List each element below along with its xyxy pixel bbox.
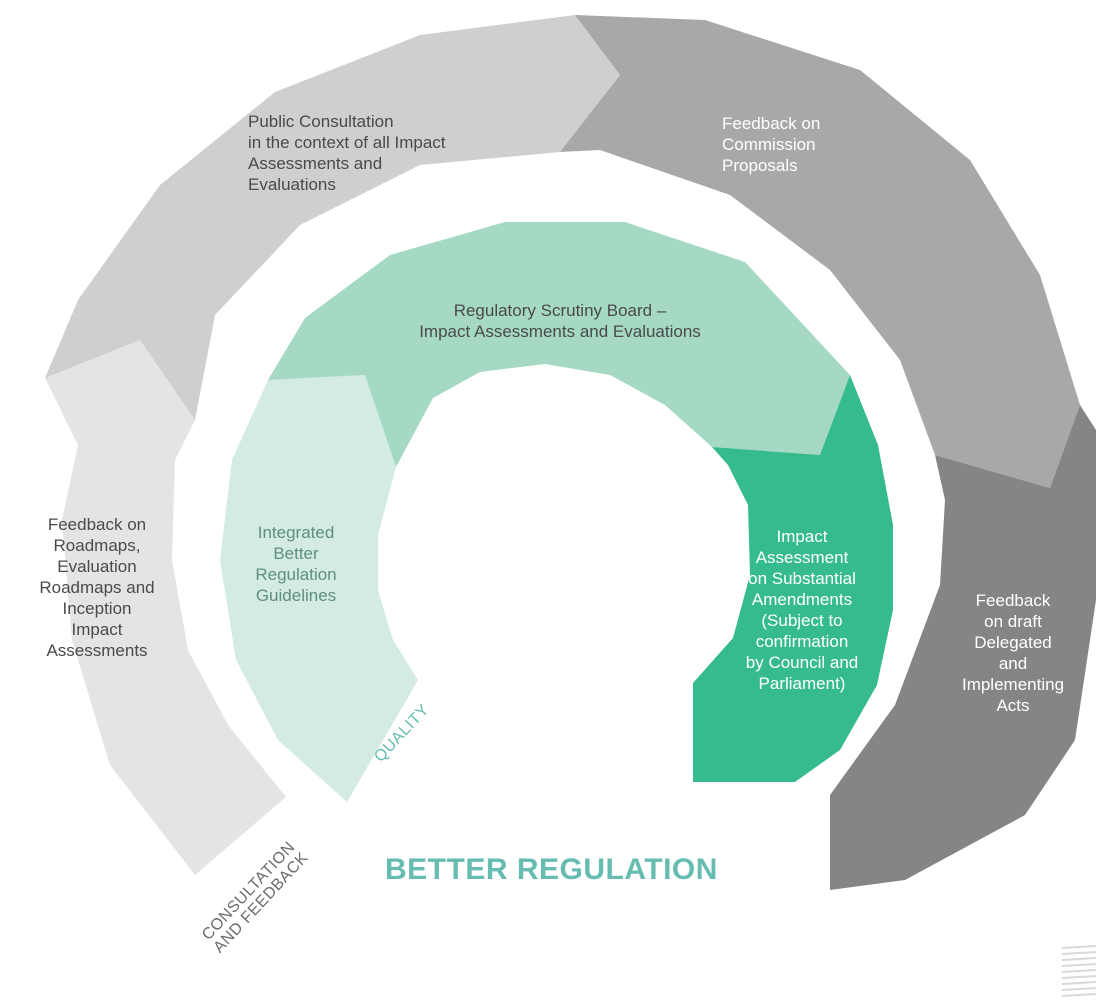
segment-guidelines xyxy=(220,375,418,802)
diagram-title: BETTER REGULATION xyxy=(385,853,718,886)
label-scrutiny-board: Regulatory Scrutiny Board – Impact Asses… xyxy=(419,301,701,341)
label-impact-amendments: Impact Assessment on Substantial Amendme… xyxy=(745,527,859,693)
segment-feedback-delegated xyxy=(830,405,1096,890)
label-guidelines: Integrated Better Regulation Guidelines xyxy=(255,523,337,605)
segment-scrutiny-board xyxy=(268,222,850,467)
label-feedback-roadmaps: Feedback on Roadmaps, Evaluation Roadmap… xyxy=(39,515,155,660)
segment-feedback-proposals xyxy=(560,15,1080,488)
label-feedback-proposals: Feedback on Commission Proposals xyxy=(722,114,821,175)
segment-impact-amendments xyxy=(693,375,893,782)
segment-public-consultation xyxy=(45,15,620,420)
label-feedback-delegated: Feedback on draft Delegated and Implemen… xyxy=(961,591,1065,715)
label-public-consultation: Public Consultation in the context of al… xyxy=(248,112,446,194)
segment-feedback-roadmaps xyxy=(45,340,286,875)
decorative-lines xyxy=(1061,945,1096,997)
